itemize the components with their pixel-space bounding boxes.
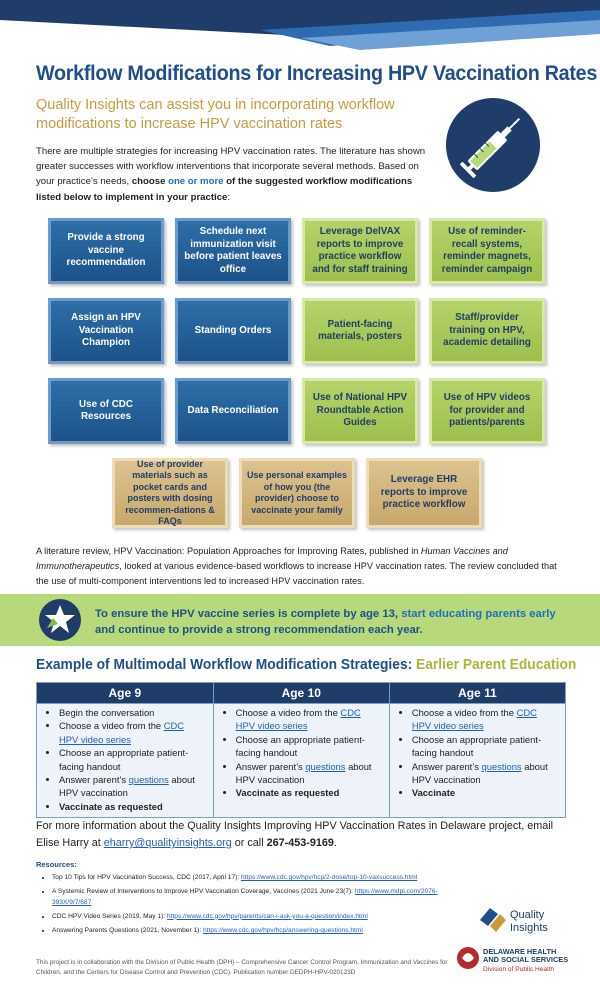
star-icon bbox=[39, 599, 81, 641]
strategy-tile: Use of CDC Resources bbox=[48, 378, 164, 444]
page-subtitle: Quality Insights can assist you in incor… bbox=[36, 97, 395, 132]
resources-list: Top 10 Tips for HPV Vaccination Success,… bbox=[36, 873, 476, 940]
strategy-tile: Use personal examples of how you (the pr… bbox=[239, 458, 355, 528]
footer-text: This project is in collaboration with th… bbox=[36, 959, 448, 976]
list-item: Vaccinate as requested bbox=[236, 786, 381, 799]
resource-link[interactable]: https://www.cdc.gov/hpv/parents/can-i-as… bbox=[166, 912, 368, 920]
callout-text: To ensure the HPV vaccine series is comp… bbox=[95, 608, 556, 636]
list-item: Answer parent’s questions about HPV vacc… bbox=[236, 760, 381, 787]
contact-paragraph: For more information about the Quality I… bbox=[36, 820, 554, 849]
list-item: Choose a video from the CDC HPV video se… bbox=[236, 706, 381, 733]
list-item: Vaccinate as requested bbox=[59, 800, 205, 813]
strategy-tile: Use of provider materials such as pocket… bbox=[112, 458, 228, 528]
svg-text:DELAWARE HEALTH: DELAWARE HEALTH bbox=[483, 947, 556, 956]
questions-link[interactable]: questions bbox=[481, 760, 522, 772]
header-banner bbox=[0, 0, 600, 50]
phone-number: 267-453-9169 bbox=[266, 837, 334, 849]
strategy-tile: Patient-facing materials, posters bbox=[302, 298, 418, 364]
age9-cell: Begin the conversation Choose a video fr… bbox=[36, 702, 214, 819]
strategy-tile: Use of reminder-recall systems, reminder… bbox=[429, 218, 545, 284]
list-item: Choose an appropriate patient-facing han… bbox=[236, 733, 381, 760]
list-item: Begin the conversation bbox=[59, 706, 205, 719]
column-header-age11: Age 11 bbox=[388, 682, 567, 704]
page-title: Workflow Modifications for Increasing HP… bbox=[36, 62, 598, 85]
list-item: Answer parent’s questions about HPV vacc… bbox=[412, 760, 557, 787]
quality-insights-logo: Quality Insights bbox=[480, 908, 548, 934]
age10-cell: Choose a video from the CDC HPV video se… bbox=[212, 702, 390, 819]
strategy-tile: Use of National HPV Roundtable Action Gu… bbox=[302, 378, 418, 444]
resource-item: A Systemic Review of Interventions to Im… bbox=[52, 887, 476, 908]
cdc-video-link[interactable]: CDC HPV video series bbox=[411, 707, 537, 732]
age11-cell: Choose a video from the CDC HPV video se… bbox=[388, 702, 567, 819]
resource-item: Answering Parents Questions (2021, Novem… bbox=[52, 926, 476, 937]
strategy-tile: Use of HPV videos for provider and patie… bbox=[429, 378, 545, 444]
strategy-tile: Provide a strong vaccine recommendation bbox=[48, 218, 164, 284]
questions-link[interactable]: questions bbox=[305, 760, 346, 772]
questions-link[interactable]: questions bbox=[128, 774, 169, 786]
strategy-tile: Assign an HPV Vaccination Champion bbox=[48, 298, 164, 364]
email-link[interactable]: eharry@qualityinsights.org bbox=[103, 837, 232, 849]
list-item: Vaccinate bbox=[412, 786, 557, 799]
callout-bar bbox=[0, 594, 600, 646]
resource-item: Top 10 Tips for HPV Vaccination Success,… bbox=[52, 873, 476, 884]
resource-link[interactable]: https://www.mdpi.com/2076-393X/9/7/687 bbox=[52, 888, 438, 906]
list-item: Choose a video from the CDC HPV video se… bbox=[59, 719, 205, 746]
strategy-tile: Schedule next immunization visit before … bbox=[175, 218, 291, 284]
strategy-tile: Staff/provider training on HPV, academic… bbox=[429, 298, 545, 364]
resource-link[interactable]: https://www.cdc.gov/hpv/hcp/answering-qu… bbox=[203, 926, 363, 934]
age-table: Age 9 Age 10 Age 11 Begin the conversati… bbox=[36, 682, 567, 819]
svg-text:Quality: Quality bbox=[510, 909, 545, 921]
column-header-age10: Age 10 bbox=[212, 682, 390, 704]
list-item: Choose an appropriate patient-facing han… bbox=[59, 746, 205, 773]
column-header-age9: Age 9 bbox=[36, 682, 214, 704]
resource-link[interactable]: https://www.cdc.gov/hpv/hcp/2-dose/top-1… bbox=[240, 874, 418, 881]
strategy-tile: Standing Orders bbox=[175, 298, 291, 364]
delaware-health-logo: DELAWARE HEALTH AND SOCIAL SERVICES Divi… bbox=[457, 947, 568, 973]
strategy-tile: Data Reconciliation bbox=[175, 378, 291, 444]
syringe-icon bbox=[445, 97, 541, 193]
literature-review-paragraph: A literature review, HPV Vaccination: Po… bbox=[36, 546, 557, 586]
strategy-tile: Leverage EHR reports to improve practice… bbox=[366, 458, 482, 528]
svg-text:AND SOCIAL SERVICES: AND SOCIAL SERVICES bbox=[483, 955, 568, 964]
strategy-tile: Leverage DelVAX reports to improve pract… bbox=[302, 218, 418, 284]
resources-heading: Resources: bbox=[36, 860, 77, 869]
cdc-video-link[interactable]: CDC HPV video series bbox=[235, 707, 361, 732]
svg-text:Insights: Insights bbox=[510, 922, 548, 934]
intro-paragraph: There are multiple strategies for increa… bbox=[36, 146, 426, 203]
list-item: Choose an appropriate patient-facing han… bbox=[412, 733, 557, 760]
list-item: Choose a video from the CDC HPV video se… bbox=[412, 706, 557, 733]
section-heading: Example of Multimodal Workflow Modificat… bbox=[36, 656, 577, 673]
list-item: Answer parent’s questions about HPV vacc… bbox=[59, 773, 205, 800]
cdc-video-link[interactable]: CDC HPV video series bbox=[59, 720, 185, 745]
svg-text:Division of Public Health: Division of Public Health bbox=[483, 966, 554, 973]
resource-item: CDC HPV Video Series (2019, May 1): http… bbox=[52, 912, 476, 923]
